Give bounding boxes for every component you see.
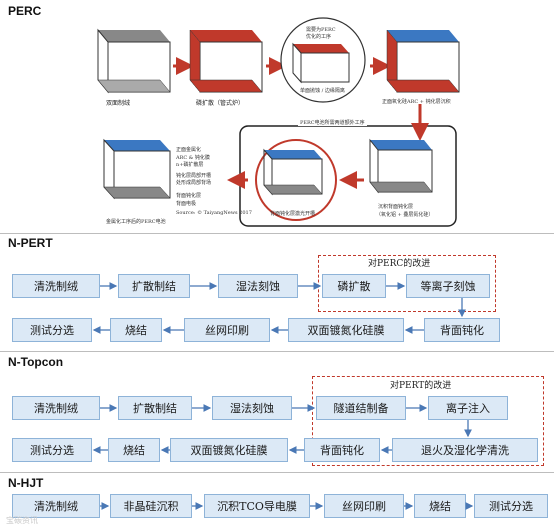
perc-step6-b: （氧化铝 + 叠层氮化硅） <box>376 212 434 218</box>
ntopcon-step-2: 扩散制结 <box>118 396 192 420</box>
nhjt-step-4: 丝网印刷 <box>324 494 404 518</box>
ntopcon-step-3: 湿法刻蚀 <box>212 396 292 420</box>
perc-step5: 背面钝化层激光开槽 <box>270 211 316 217</box>
cell-arc <box>386 29 460 93</box>
perc-note-center: PERC电池所需两道额外工序 <box>298 119 367 126</box>
ntopcon-step-9: 烧结 <box>108 438 160 462</box>
perc-step3-mid: 优化的工序 <box>306 34 332 40</box>
ntopcon-improve-label: 对PERT的改进 <box>388 378 454 391</box>
perc-label-6: 背面钝化层 <box>176 193 202 199</box>
cell-final <box>103 138 171 200</box>
npert-improve-label: 对PERC的改进 <box>366 256 433 269</box>
perc-label-7: 背面电极 <box>176 201 197 207</box>
ntopcon-step-7: 背面钝化 <box>304 438 380 462</box>
optimize-circle <box>280 17 366 103</box>
perc-step3-bottom: 单面抛蚀 / 边缘隔离 <box>300 88 345 94</box>
divider-3 <box>0 472 554 473</box>
npert-step-1: 清洗制绒 <box>12 274 100 298</box>
perc-final-caption: 金属化工序后的PERC电池 <box>106 219 166 225</box>
perc-label-3: n+磷扩散层 <box>176 162 204 168</box>
perc-diagram <box>97 17 460 227</box>
perc-step4: 正面氧化硅ARC + 钝化层沉积 <box>382 99 451 105</box>
npert-step-6: 背面钝化 <box>424 318 500 342</box>
perc-title: PERC <box>8 4 42 18</box>
npert-step-3: 湿法刻蚀 <box>218 274 298 298</box>
cell-passivation <box>369 138 433 194</box>
nhjt-step-1: 清洗制绒 <box>12 494 100 518</box>
ntopcon-step-8: 双面镀氮化硅膜 <box>170 438 288 462</box>
npert-step-10: 测试分选 <box>12 318 92 342</box>
npert-step-7: 双面镀氮化硅膜 <box>288 318 404 342</box>
cell-phosphorus <box>189 29 263 93</box>
perc-step6-a: 沉积背面钝化层 <box>378 204 414 210</box>
npert-step-4: 磷扩散 <box>322 274 386 298</box>
ntopcon-step-4: 隧道结制备 <box>316 396 406 420</box>
npert-title: N-PERT <box>8 236 53 250</box>
perc-step2: 磷扩散（管式炉） <box>196 100 245 107</box>
ntopcon-title: N-Topcon <box>8 355 64 369</box>
nhjt-step-3: 沉积TCO导电膜 <box>204 494 310 518</box>
npert-step-8: 丝网印刷 <box>184 318 270 342</box>
perc-step1: 双面制绒 <box>106 100 131 107</box>
perc-label-4: 钝化层局部开槽 <box>176 173 212 179</box>
laser-circle <box>255 139 337 221</box>
ntopcon-step-10: 测试分选 <box>12 438 92 462</box>
watermark: 宝碳资讯 <box>6 516 38 525</box>
divider-1 <box>0 233 554 234</box>
divider-2 <box>0 351 554 352</box>
nhjt-step-5: 烧结 <box>414 494 466 518</box>
perc-source: Source: © TaiyangNews 2017 <box>176 210 252 216</box>
cell-texture <box>97 28 171 94</box>
perc-label-5: 处形成局部背场 <box>176 180 212 186</box>
ntopcon-improve-frame <box>312 376 544 466</box>
npert-step-2: 扩散制结 <box>118 274 190 298</box>
ntopcon-step-1: 清洗制绒 <box>12 396 100 420</box>
perc-label-2: ARC & 钝化膜 <box>176 155 210 161</box>
nhjt-title: N-HJT <box>8 476 44 490</box>
nhjt-step-6: 测试分选 <box>474 494 548 518</box>
npert-step-5: 等离子刻蚀 <box>406 274 490 298</box>
perc-step3-top: 需要为PERC <box>306 27 336 33</box>
nhjt-step-2: 非晶硅沉积 <box>110 494 192 518</box>
perc-label-1: 正面金属化 <box>176 147 202 153</box>
ntopcon-step-5: 离子注入 <box>428 396 508 420</box>
ntopcon-step-6: 退火及湿化学清洗 <box>392 438 538 462</box>
npert-step-9: 烧结 <box>110 318 162 342</box>
